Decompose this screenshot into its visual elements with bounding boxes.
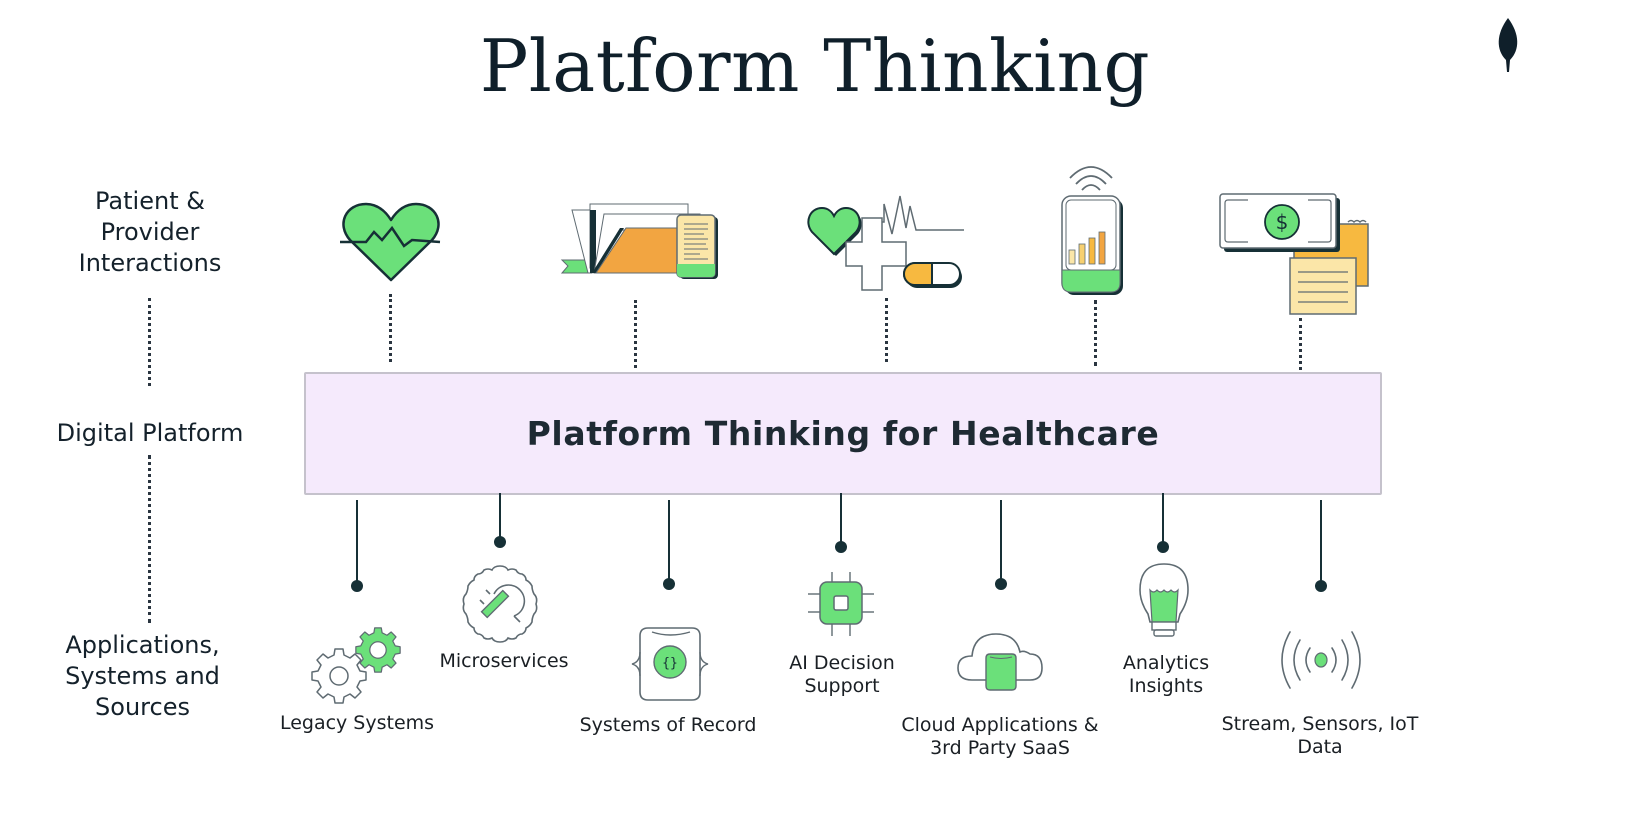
connector-dot — [663, 578, 675, 590]
connector-dot — [995, 578, 1007, 590]
row-label-line: Systems and — [65, 662, 220, 690]
app-label-line: Analytics — [1122, 652, 1210, 674]
app-label-cloud-applications: Cloud Applications & 3rd Party SaaS — [892, 714, 1108, 760]
platform-box: Platform Thinking for Healthcare — [304, 372, 1382, 495]
app-label-line: Support — [804, 675, 880, 697]
heart-pulse-icon — [340, 202, 441, 282]
connector-line — [1162, 493, 1164, 543]
connector-dot — [835, 541, 847, 553]
dotted-connector — [1094, 300, 1097, 366]
app-label-line: 3rd Party SaaS — [930, 737, 1070, 759]
app-label-line: Cloud Applications & — [901, 714, 1099, 736]
row-label-line: Sources — [95, 693, 190, 721]
chip-icon — [808, 572, 874, 636]
connector-line — [499, 493, 501, 537]
dotted-connector — [634, 300, 637, 368]
connector-line — [840, 493, 842, 543]
billing-payment-icon: $ — [1219, 193, 1369, 315]
app-label-legacy-systems: Legacy Systems — [279, 712, 435, 734]
lightbulb-icon — [1139, 563, 1189, 637]
app-label-line: Insights — [1128, 675, 1204, 697]
row-label-line: Provider — [100, 218, 200, 246]
connector-line — [1320, 500, 1322, 582]
connector-dot — [494, 536, 506, 548]
mobile-analytics-icon — [1061, 166, 1123, 295]
platform-label: Platform Thinking for Healthcare — [526, 414, 1160, 453]
dotted-connector — [885, 298, 888, 362]
row-label-applications: Applications, Systems and Sources — [30, 630, 255, 723]
row-label-interactions: Patient & Provider Interactions — [40, 186, 260, 279]
broadcast-signal-icon — [1281, 631, 1361, 689]
dotted-connector — [1299, 318, 1302, 370]
health-cross-pill-icon — [807, 195, 964, 291]
app-label-line: Data — [1297, 736, 1343, 758]
connector-dot — [351, 580, 363, 592]
connector-line — [356, 500, 358, 582]
plug-gear-icon — [462, 565, 538, 643]
cloud-database-icon — [957, 633, 1043, 691]
app-label-line: AI Decision — [789, 652, 895, 674]
svg-text:$: $ — [1276, 210, 1289, 234]
app-label-microservices: Microservices — [439, 650, 569, 672]
connector-dot — [1315, 580, 1327, 592]
database-braces-icon: {} — [631, 627, 709, 701]
leaf-icon — [1498, 18, 1518, 72]
app-label-line: Stream, Sensors, IoT — [1221, 713, 1419, 735]
row-label-line: Applications, — [65, 631, 220, 659]
app-label-analytics-insights: Analytics Insights — [1096, 652, 1236, 698]
row-label-line: Patient & — [95, 187, 205, 215]
app-label-stream-sensors-iot: Stream, Sensors, IoT Data — [1212, 713, 1428, 759]
connector-line — [1000, 500, 1002, 580]
gears-icon — [311, 627, 401, 704]
row-label-digital-platform: Digital Platform — [56, 419, 244, 447]
svg-text:{}: {} — [662, 656, 678, 671]
connector-line — [668, 500, 670, 580]
connector-dot — [1157, 541, 1169, 553]
dotted-connector — [148, 298, 151, 386]
app-label-ai-decision-support: AI Decision Support — [760, 652, 924, 698]
dotted-connector — [389, 294, 392, 362]
medical-records-folder-icon — [560, 203, 718, 279]
row-label-line: Interactions — [78, 249, 222, 277]
dotted-connector — [148, 455, 151, 623]
app-label-systems-of-record: Systems of Record — [579, 714, 757, 736]
page-title: Platform Thinking — [479, 24, 1151, 108]
